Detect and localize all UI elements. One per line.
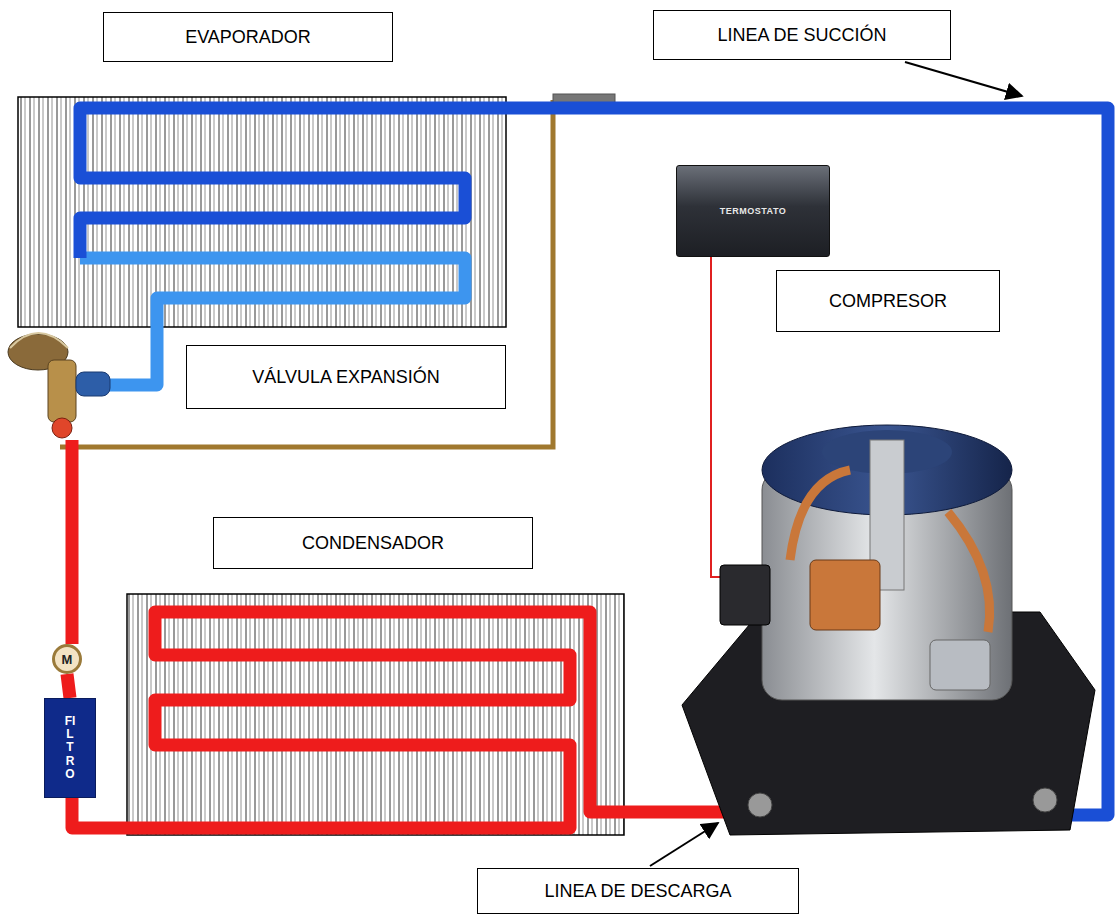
node-text: LINEA DE SUCCIÓN — [717, 25, 886, 46]
node-text: TERMOSTATO — [720, 206, 787, 216]
compressor-illustration — [682, 425, 1095, 835]
node-text: FILTRO — [64, 715, 76, 781]
leader-line — [650, 823, 718, 866]
part-label: LINEA DE DESCARGA — [477, 868, 799, 914]
node-text: COMPRESOR — [829, 291, 947, 312]
thermostat-device: TERMOSTATO — [676, 165, 830, 257]
thermostat-wire — [711, 257, 720, 577]
node-text: VÁLVULA EXPANSIÓN — [252, 367, 439, 388]
filter-drier: FILTRO — [44, 698, 96, 798]
expansion-valve — [8, 333, 110, 438]
node-text: EVAPORADOR — [185, 27, 311, 48]
liquid-line — [66, 440, 79, 644]
sight-glass: M — [52, 644, 82, 674]
discharge-condenser-tube — [72, 560, 790, 828]
bulb-capillary — [60, 100, 553, 447]
condenser-fins — [127, 594, 624, 835]
part-label: VÁLVULA EXPANSIÓN — [186, 345, 506, 409]
part-label: CONDENSADOR — [213, 517, 533, 569]
part-label: EVAPORADOR — [103, 12, 393, 62]
pipe-connector — [67, 674, 70, 698]
leader-line — [905, 62, 1022, 96]
node-text: CONDENSADOR — [302, 533, 444, 554]
node-text: M — [62, 652, 73, 667]
part-label: COMPRESOR — [776, 270, 1000, 332]
part-label: LINEA DE SUCCIÓN — [653, 10, 951, 60]
node-text: LINEA DE DESCARGA — [544, 881, 731, 902]
